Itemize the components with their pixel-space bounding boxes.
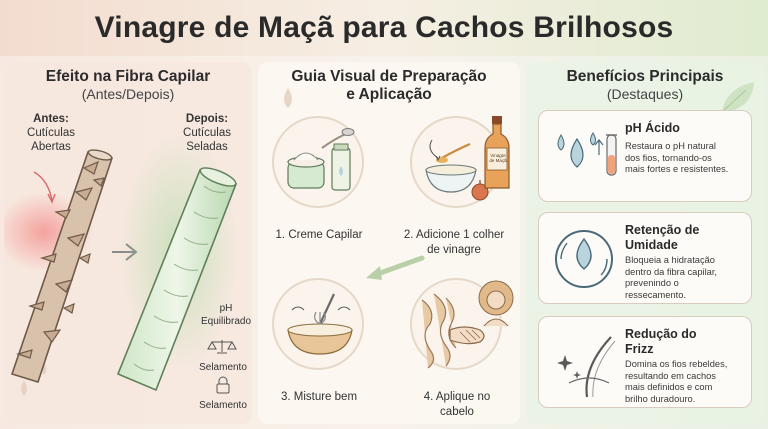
whisk-bowl-icon [287, 293, 353, 355]
step-3-label: 3. Misture bem [258, 390, 380, 405]
fiber-panel: Efeito na Fibra Capilar (Antes/Depois) A… [4, 62, 252, 424]
before-label: Antes: Cutículas Abertas [16, 112, 86, 154]
benefit-title-frizz: Redução do Frizz [625, 327, 749, 357]
lock-icon [216, 376, 230, 394]
header-banner: Vinagre de Maçã para Cachos Brilhosos [0, 0, 768, 56]
benefit-card-moisture: Retenção de Umidade Bloqueia a hidrataçã… [538, 212, 752, 304]
benefit-title-line: Redução do [625, 327, 697, 341]
guide-heading: Guia Visual de Preparação e Aplicação [258, 68, 520, 104]
fiber-illustration [4, 132, 239, 396]
benefit-title-ph: pH Ácido [625, 121, 680, 135]
before-title: Antes: [33, 113, 69, 125]
balance-scale-icon [207, 340, 237, 354]
benefit-title-moisture: Retenção de Umidade [625, 223, 749, 253]
step-4-label: 4. Aplique no cabelo [396, 390, 518, 420]
after-title: Depois: [185, 113, 229, 125]
benefits-panel: Benefícios Principais (Destaques) pH Áci… [526, 62, 764, 424]
benefit-title-line: Umidade [625, 238, 678, 252]
step-1-line1: 1. Creme Capilar [275, 229, 363, 241]
benefits-subtitle: (Destaques) [606, 86, 684, 102]
benefit-desc-moisture: Bloqueia a hidratação dentro da fibra ca… [625, 255, 749, 301]
benefit-desc-line: brilho duradouro. [625, 393, 696, 404]
benefit-desc-frizz: Domina os fios rebeldes, resultando em c… [625, 359, 749, 405]
step-2-label: 2. Adicione 1 colher de vinagre [390, 228, 518, 258]
benefit-card-frizz: Redução do Frizz Domina os fios rebeldes… [538, 316, 752, 408]
hair-strand-sparkle-icon [557, 336, 616, 398]
droplets-test-tube-icon [557, 132, 617, 176]
bottle-label: Vinagre de Maçã [487, 153, 509, 163]
benefit-card-ph: pH Ácido Restaura o pH natural dos fios,… [538, 110, 752, 202]
benefit-desc-line: Bloqueia a hidratação [625, 255, 715, 265]
benefit-desc-ph: Restaura o pH natural dos fios, tornando… [625, 141, 749, 176]
cream-jar-icon [287, 128, 355, 191]
before-text-1: Cutículas [27, 127, 75, 139]
ph-label: pH Equilibrado [200, 302, 252, 328]
benefit-title-line: Retenção de [625, 223, 700, 237]
damaged-fiber-icon [10, 149, 114, 383]
benefits-heading: Benefícios Principais (Destaques) [526, 68, 764, 102]
arrow-down-left-icon [366, 255, 425, 280]
woman-curly-hair-icon [478, 280, 514, 327]
fiber-title: Efeito na Fibra Capilar [45, 68, 211, 85]
guide-title-1: Guia Visual de Preparação [291, 68, 487, 85]
bottle-label-1: Vinagre [490, 153, 506, 158]
benefit-desc-line: dos fios, tornando-os [625, 152, 712, 163]
benefit-desc-line: prevenindo o [625, 278, 679, 288]
benefit-desc-line: Domina os fios rebeldes, [625, 359, 728, 369]
seal-label-1: Selamento [199, 362, 247, 373]
fiber-subtitle: (Antes/Depois) [81, 86, 175, 102]
step-1-label: 1. Creme Capilar [258, 228, 380, 243]
step-4-line2: cabelo [440, 406, 474, 418]
ph-label-1: pH [219, 303, 233, 314]
applying-to-hair-icon [421, 293, 485, 369]
bottle-label-2: de Maçã [489, 158, 507, 163]
drop-icon [284, 88, 292, 108]
guide-panel: Guia Visual de Preparação e Aplicação 1.… [258, 62, 520, 424]
step-1-circle [272, 116, 364, 208]
guide-title-2: e Aplicação [346, 86, 432, 103]
vinegar-bottle-icon [484, 116, 510, 189]
benefit-desc-line: Restaura o pH natural [625, 141, 716, 151]
step-2-line1: 2. Adicione 1 colher [403, 229, 505, 241]
after-text-1: Cutículas [183, 127, 231, 139]
benefit-desc-line: ressecamento. [625, 289, 686, 300]
step-3-line1: 3. Misture bem [280, 391, 358, 403]
step-3-circle [272, 278, 364, 370]
before-text-2: Abertas [31, 141, 71, 153]
benefit-desc-line: mais definidos e com [625, 382, 713, 392]
ph-label-2: Equilibrado [200, 316, 252, 327]
benefit-desc-line: dentro da fibra capilar, [625, 266, 717, 277]
step-2-line2: de vinagre [427, 244, 481, 256]
vinegar-bowl-icon [425, 139, 489, 201]
fiber-heading: Efeito na Fibra Capilar (Antes/Depois) [4, 68, 252, 102]
leaf-icon [721, 82, 754, 113]
droplet-circle-icon [555, 230, 613, 288]
seal-label-2: Selamento [199, 400, 247, 411]
benefit-desc-line: mais fortes e resistentes. [625, 164, 729, 174]
sealed-fiber-icon [116, 167, 238, 392]
benefit-title-line: Frizz [625, 342, 654, 356]
benefit-desc-line: resultando em cachos [625, 370, 716, 381]
step-4-line1: 4. Aplique no [423, 391, 491, 403]
benefits-title: Benefícios Principais [566, 68, 724, 85]
page-title: Vinagre de Maçã para Cachos Brilhosos [94, 11, 674, 44]
